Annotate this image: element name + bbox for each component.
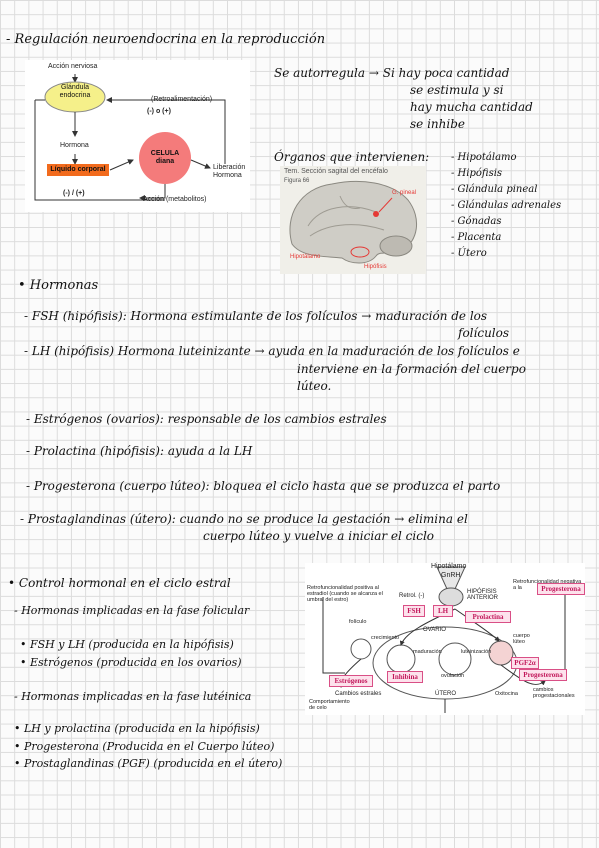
brain-caption: Tem. Sección sagital del encéfalo — [284, 168, 388, 175]
organ-item: - Útero — [451, 248, 487, 259]
cycle-pos-feedback: Retrofuncionalidad positiva al estradiol… — [307, 585, 383, 603]
cycle-maturation: maduración — [413, 649, 442, 655]
cycle-pgf: PGF2α — [511, 657, 539, 669]
organ-item: - Hipotálamo — [451, 152, 517, 163]
cycle-hypothalamus: Hipotálamo — [431, 563, 467, 570]
organ-item: - Glándulas adrenales — [451, 200, 562, 211]
action-label: Acción (metabolitos) — [143, 196, 207, 203]
cycle-ovulation: ovulación — [441, 673, 465, 679]
fluid-label: Líquido corporal — [50, 166, 106, 173]
hormones-heading: • Hormonas — [18, 278, 99, 293]
cycle-estral-changes: Cambios estrales — [335, 691, 382, 697]
pituitary-label: Hipófisis — [364, 264, 387, 270]
neural-action-label: Acción nerviosa — [48, 63, 98, 70]
cycle-retrol: Retrol. (-) — [399, 593, 425, 599]
hormone-lh-line2: interviene en la formación del cuerpo — [297, 362, 526, 376]
cycle-inhibin: Inhibina — [387, 671, 423, 683]
fluid-box — [47, 164, 109, 176]
sign2-label: (-) / (+) — [63, 190, 85, 197]
follicular-item: • FSH y LH (producida en la hipófisis) — [20, 638, 234, 651]
release-label: Liberación Hormona — [213, 164, 246, 179]
organ-item: - Gónadas — [451, 216, 502, 227]
feedback-sign: (-) o (+) — [147, 108, 171, 115]
brain-figure: Tem. Sección sagital del encéfalo Figura… — [280, 166, 426, 274]
cycle-neg-feedback: Retrofuncionalidad negativa a la — [513, 579, 582, 591]
brain-fig-number: Figura 66 — [284, 178, 310, 184]
cycle-estrogens: Estrógenos — [329, 675, 373, 687]
organs-heading: Órganos que intervienen: — [274, 150, 430, 164]
luteal-item: • LH y prolactina (producida en la hipóf… — [14, 722, 260, 735]
luteal-item: • Prostaglandinas (PGF) (producida en el… — [14, 757, 283, 770]
cycle-progesterone-bottom: Progesterona — [519, 669, 567, 681]
neuroendocrine-arrows — [34, 74, 226, 201]
cycle-behaviour: Comportamiento de celo — [309, 699, 350, 711]
cycle-luteinization: luteinización — [461, 649, 492, 655]
cycle-oxytocin: Oxitocina — [495, 691, 518, 697]
feedback-label: (Retroalimentación) — [151, 96, 213, 103]
cycle-lh: LH — [433, 605, 453, 617]
hypothalamus-label: Hipotálamo — [290, 254, 321, 260]
cycle-uterus: ÚTERO — [435, 691, 456, 697]
hormone-prolactin: - Prolactina (hipófisis): ayuda a la LH — [26, 444, 253, 458]
follicular-heading: - Hormonas implicadas en la fase folicul… — [14, 604, 250, 617]
hormone-progesterone: - Progesterona (cuerpo lúteo): bloquea e… — [26, 479, 501, 493]
cycle-prolactin: Prolactina — [465, 611, 511, 623]
cycle-progesterone-top: Progesterona — [537, 583, 585, 595]
cycle-luteum: cuerpo lúteo — [513, 633, 530, 645]
hormone-lh-line1: - LH (hipófisis) Hormona luteinizante → … — [24, 344, 520, 358]
target-cell — [139, 132, 191, 184]
brain-sketch — [289, 180, 418, 264]
cycle-pituitary: HIPÓFISIS ANTERIOR — [467, 589, 499, 601]
selfreg-line-3: hay mucha cantidad — [410, 100, 533, 114]
organ-item: - Placenta — [451, 232, 502, 243]
cycle-follicle: folículo — [349, 619, 367, 625]
luteal-heading: - Hormonas implicadas en la fase lutéini… — [14, 690, 252, 703]
selfreg-line-1: Se autorregula → Si hay poca cantidad — [274, 66, 510, 80]
estrous-cycle-diagram: Hipotálamo GnRH Retrofuncionalidad posit… — [305, 563, 585, 715]
page-title: - Regulación neuroendocrina en la reprod… — [6, 32, 326, 47]
cycle-sketch — [322, 566, 566, 713]
cell-label: CELULA diana — [150, 150, 180, 165]
luteal-item: • Progesterona (Producida en el Cuerpo l… — [14, 740, 275, 753]
control-heading: • Control hormonal en el ciclo estral — [8, 576, 231, 590]
hormone-fsh-line1: - FSH (hipófisis): Hormona estimulante d… — [24, 309, 488, 323]
hormone-fsh-line2: folículos — [458, 326, 510, 340]
hormone-prostaglandin-line1: - Prostaglandinas (útero): cuando no se … — [20, 512, 468, 526]
gland-label: Glándula endocrina — [59, 84, 91, 99]
selfreg-line-2: se estimula y si — [410, 83, 504, 97]
cycle-prog-changes: cambios progestacionales — [533, 687, 575, 699]
organ-item: - Glándula pineal — [451, 184, 538, 195]
hormone-estrogen: - Estrógenos (ovarios): responsable de l… — [26, 412, 387, 426]
hormone-prostaglandin-line2: cuerpo lúteo y vuelve a iniciar el ciclo — [203, 529, 435, 543]
cycle-growth: crecimiento — [371, 635, 400, 641]
selfreg-line-4: se inhibe — [410, 117, 465, 131]
hormone-label: Hormona — [60, 142, 89, 149]
neuroendocrine-diagram: Acción nerviosa Glándula endocrina (Retr… — [25, 60, 250, 212]
hormone-lh-line3: lúteo. — [297, 379, 332, 393]
cycle-gnrh: GnRH — [441, 572, 461, 579]
cycle-fsh: FSH — [403, 605, 425, 617]
follicular-item: • Estrógenos (producida en los ovarios) — [20, 656, 242, 669]
organ-item: - Hipófisis — [451, 168, 503, 179]
cycle-ovary: OVARIO — [423, 627, 446, 633]
pineal-label: G. pineal — [392, 190, 417, 196]
